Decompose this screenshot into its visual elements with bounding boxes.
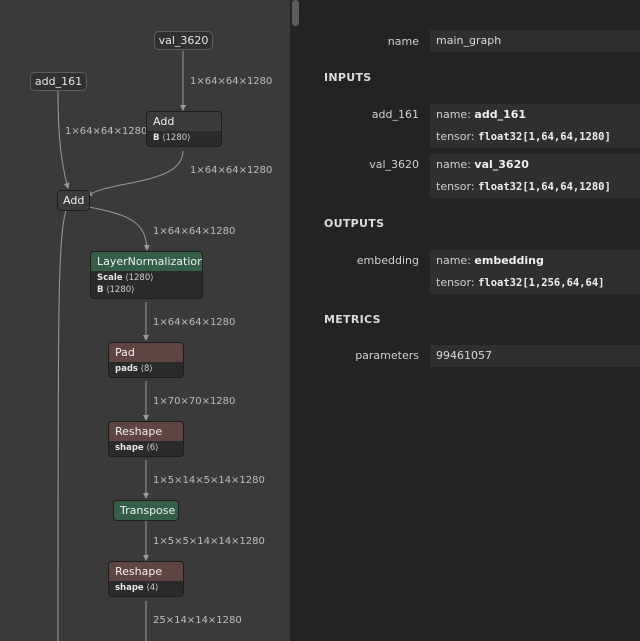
graph-name-value[interactable]: main_graph (430, 30, 640, 52)
graph-input-add-161[interactable]: add_161 (30, 72, 87, 91)
output-label: embedding (356, 254, 419, 267)
node-layernormalization[interactable]: LayerNormalization Scale ⟨1280⟩ B ⟨1280⟩ (90, 251, 203, 299)
edge-label: 1×5×5×14×14×1280 (153, 536, 265, 547)
edge-label: 1×64×64×1280 (153, 226, 236, 237)
node-attr: pads ⟨8⟩ (115, 364, 153, 374)
metric-label: parameters (355, 349, 419, 362)
node-attr: shape ⟨6⟩ (115, 443, 159, 453)
node-attr: Scale ⟨1280⟩ (97, 273, 154, 283)
edge-add-residual (57, 209, 67, 641)
node-reshape[interactable]: Reshape shape ⟨6⟩ (108, 421, 184, 457)
node-add-with-bias[interactable]: Add B ⟨1280⟩ (146, 111, 222, 147)
metrics-section-title: METRICS (324, 313, 381, 326)
graph-name-label: name (387, 35, 419, 48)
edge-add-to-layernorm (88, 206, 150, 251)
input-tensor-value[interactable]: tensor: float32[1,64,64,1280] (430, 126, 640, 148)
node-pad[interactable]: Pad pads ⟨8⟩ (108, 342, 184, 378)
properties-panel: name main_graph INPUTS add_161 name: add… (302, 0, 640, 641)
edge-add161-to-add (57, 90, 70, 189)
node-attr: B ⟨1280⟩ (97, 285, 135, 295)
output-tensor-value[interactable]: tensor: float32[1,256,64,64] (430, 272, 640, 294)
node-transpose[interactable]: Transpose (113, 500, 179, 521)
node-add[interactable]: Add (57, 190, 90, 211)
metric-value[interactable]: 99461057 (430, 345, 640, 367)
input-name-value[interactable]: name: add_161 (430, 104, 640, 126)
edge-label: 1×5×14×5×14×1280 (153, 475, 265, 486)
node-title: Reshape (109, 422, 183, 441)
input-label: add_161 (371, 108, 419, 121)
edge-label: 1×64×64×1280 (190, 76, 273, 87)
graph-canvas[interactable]: val_3620 add_161 1×64×64×1280 1×64×64×12… (0, 0, 290, 641)
graph-input-val-3620[interactable]: val_3620 (154, 31, 213, 50)
node-title: Pad (109, 343, 183, 362)
edge-label: 25×14×14×1280 (153, 615, 242, 626)
node-title: Reshape (109, 562, 183, 581)
edge-label: 1×64×64×1280 (153, 317, 236, 328)
input-name-value[interactable]: name: val_3620 (430, 154, 640, 176)
edge-label: 1×70×70×1280 (153, 396, 236, 407)
graph-edges (57, 51, 186, 641)
edge-label: 1×64×64×1280 (190, 165, 273, 176)
node-title: Transpose (114, 501, 178, 520)
inputs-section-title: INPUTS (324, 71, 372, 84)
node-title: LayerNormalization (91, 252, 202, 271)
node-attr: shape ⟨4⟩ (115, 583, 159, 593)
node-reshape[interactable]: Reshape shape ⟨4⟩ (108, 561, 184, 597)
node-attr: B ⟨1280⟩ (153, 133, 191, 143)
pane-splitter[interactable] (290, 0, 302, 641)
outputs-section-title: OUTPUTS (324, 217, 385, 230)
edge-label: 1×64×64×1280 (65, 126, 148, 137)
node-title: Add (147, 112, 221, 131)
scrollbar-thumb[interactable] (292, 0, 299, 26)
node-title: Add (58, 191, 89, 210)
input-tensor-value[interactable]: tensor: float32[1,64,64,1280] (430, 176, 640, 198)
input-label: val_3620 (369, 158, 419, 171)
output-name-value[interactable]: name: embedding (430, 250, 640, 272)
edge-addb-to-add (86, 150, 184, 197)
